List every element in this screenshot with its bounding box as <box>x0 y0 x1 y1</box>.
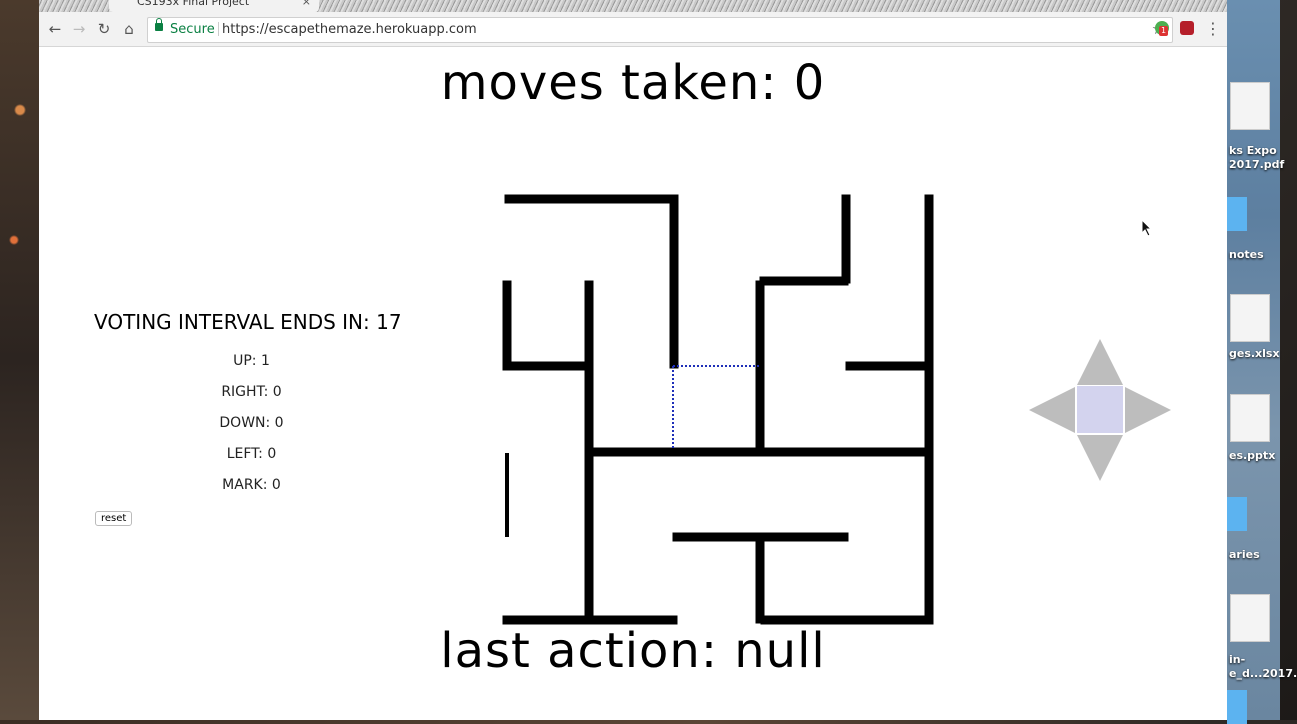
pdf-file-icon[interactable] <box>1230 82 1270 130</box>
reset-button[interactable]: reset <box>95 511 133 526</box>
maze-board <box>502 194 934 625</box>
reload-icon[interactable]: ↻ <box>97 20 111 38</box>
vote-count-right: RIGHT: 0 <box>221 384 282 400</box>
vote-count-down: DOWN: 0 <box>219 415 284 431</box>
right-arrow-icon[interactable] <box>1125 387 1171 433</box>
browser-window: CS193x Final Project × ← → ↻ ⌂ Secure ht… <box>39 0 1227 720</box>
browser-toolbar: ← → ↻ ⌂ Secure https://escapethemaze.her… <box>39 12 1227 47</box>
voting-interval-timer: VOTING INTERVAL ENDS IN: 17 <box>94 310 402 334</box>
url-text[interactable]: https://escapethemaze.herokuapp.com <box>222 22 477 37</box>
desktop-label-1: ks Expo <box>1229 144 1277 157</box>
maze-walls <box>502 194 934 625</box>
back-arrow-icon[interactable]: ← <box>48 20 62 38</box>
lock-icon <box>155 18 163 31</box>
pptx-file-icon[interactable] <box>1230 394 1270 442</box>
xlsx-file-icon[interactable] <box>1230 294 1270 342</box>
folder-icon[interactable] <box>1227 197 1247 231</box>
mark-center-button[interactable] <box>1077 386 1123 433</box>
desktop-label-3: notes <box>1229 248 1264 261</box>
address-bar[interactable]: Secure https://escapethemaze.herokuapp.c… <box>147 17 1173 43</box>
browser-tab[interactable]: CS193x Final Project × <box>109 0 319 12</box>
left-arrow-icon[interactable] <box>1029 387 1075 433</box>
desktop-label-7: in- <box>1229 653 1246 666</box>
desktop-label-4: ges.xlsx <box>1229 347 1280 360</box>
mouse-cursor-icon <box>1141 218 1153 237</box>
vote-count-up: UP: 1 <box>233 353 270 369</box>
last-action-display: last action: null <box>440 623 826 679</box>
url-separator <box>218 22 219 36</box>
desktop-background-right: ks Expo 2017.pdf notes ges.xlsx es.pptx … <box>1227 0 1297 724</box>
tab-close-icon[interactable]: × <box>301 0 311 8</box>
desktop-label-5: es.pptx <box>1229 449 1276 462</box>
up-arrow-icon[interactable] <box>1077 339 1123 385</box>
desktop-label-2: 2017.pdf <box>1229 158 1285 171</box>
home-icon[interactable]: ⌂ <box>124 20 134 38</box>
folder-icon-3[interactable] <box>1227 690 1247 724</box>
desktop-label-6: aries <box>1229 548 1260 561</box>
folder-icon-2[interactable] <box>1227 497 1247 531</box>
path-marker <box>672 365 760 449</box>
down-arrow-icon[interactable] <box>1077 435 1123 481</box>
moves-taken-counter: moves taken: 0 <box>440 55 826 111</box>
vote-count-mark: MARK: 0 <box>222 477 281 493</box>
forward-arrow-icon[interactable]: → <box>72 20 86 38</box>
tab-strip: CS193x Final Project × <box>39 0 1227 12</box>
pdf-file-icon-2[interactable] <box>1230 594 1270 642</box>
page-content: moves taken: 0 <box>39 47 1227 720</box>
vote-count-left: LEFT: 0 <box>226 446 277 462</box>
desktop-label-8: e_d...2017. <box>1229 667 1297 680</box>
tab-title: CS193x Final Project <box>137 0 250 8</box>
secure-label: Secure <box>170 22 215 37</box>
direction-controls <box>1029 339 1171 481</box>
extension-badge: 1 <box>1159 26 1169 36</box>
ublock-shield-icon[interactable] <box>1180 21 1194 35</box>
desktop-background-left <box>0 0 39 720</box>
maze-wall <box>505 453 509 537</box>
menu-dots-icon[interactable]: ⋮ <box>1205 19 1221 38</box>
